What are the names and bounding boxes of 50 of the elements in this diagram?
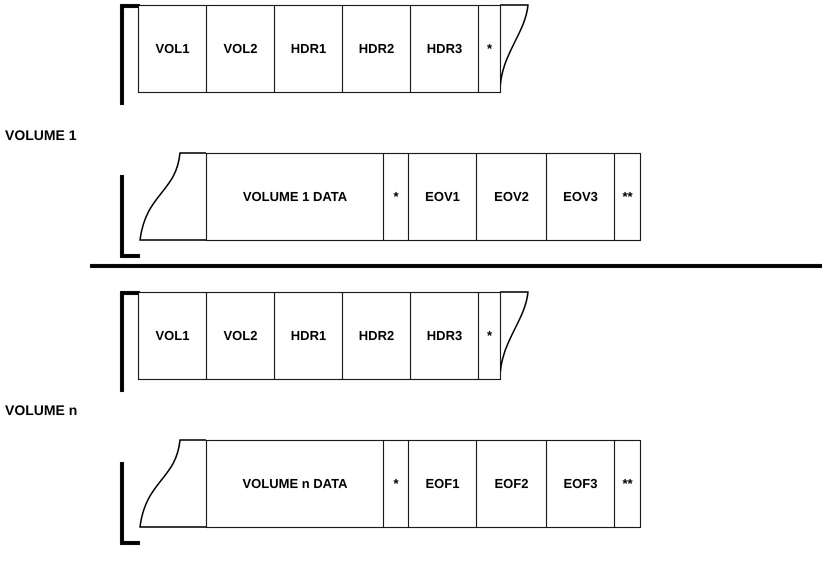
cell-text: *	[486, 40, 492, 58]
label-cell	[383, 153, 409, 241]
cell-text: EOV2	[494, 188, 529, 206]
label-cell	[342, 5, 411, 93]
cell-text: VOL2	[224, 40, 258, 58]
label-cell	[138, 5, 207, 93]
cell-text: VOL1	[156, 327, 190, 346]
label-cell	[274, 292, 343, 380]
label-cell	[476, 153, 547, 241]
label-cell	[206, 153, 384, 241]
cell-text: HDR1	[290, 327, 326, 346]
label-cell	[383, 440, 409, 528]
cell-text: *	[393, 188, 399, 206]
cell-text: HDR1	[290, 40, 326, 58]
cell-text: HDR3	[426, 40, 462, 58]
label-cell	[478, 292, 501, 380]
label-cell	[476, 440, 547, 528]
cell-text: EOF2	[494, 475, 528, 494]
cell-text: HDR3	[426, 327, 462, 346]
label-cell	[614, 440, 641, 528]
volume-label: VOLUME 1	[5, 126, 77, 145]
cell-text: *	[486, 327, 492, 346]
label-cell	[206, 5, 275, 93]
cell-text: VOLUME 1 DATA	[242, 188, 348, 206]
label-cell	[206, 292, 275, 380]
cell-text: EOV3	[563, 188, 598, 206]
cell-text: VOLUME n DATA	[242, 475, 348, 494]
cell-text: EOF1	[426, 475, 460, 494]
label-cell	[408, 440, 477, 528]
cell-text: **	[622, 475, 633, 494]
label-cell	[138, 292, 207, 380]
cell-text: **	[622, 188, 633, 206]
cell-text: EOF3	[564, 475, 598, 494]
cell-text: VOL1	[156, 40, 190, 58]
cell-text: VOL2	[224, 327, 258, 346]
label-cell	[410, 292, 479, 380]
label-cell	[546, 440, 615, 528]
volume-label: VOLUME n	[5, 401, 78, 420]
label-cell	[478, 5, 501, 93]
label-cell	[408, 153, 477, 241]
label-cell	[614, 153, 641, 241]
cell-text: *	[393, 475, 399, 494]
label-cell	[206, 440, 384, 528]
cell-text: HDR2	[358, 40, 394, 58]
label-cell	[546, 153, 615, 241]
label-cell	[410, 5, 479, 93]
label-cell	[274, 5, 343, 93]
cell-text: EOV1	[425, 188, 460, 206]
label-cell	[342, 292, 411, 380]
cell-text: HDR2	[358, 327, 394, 346]
